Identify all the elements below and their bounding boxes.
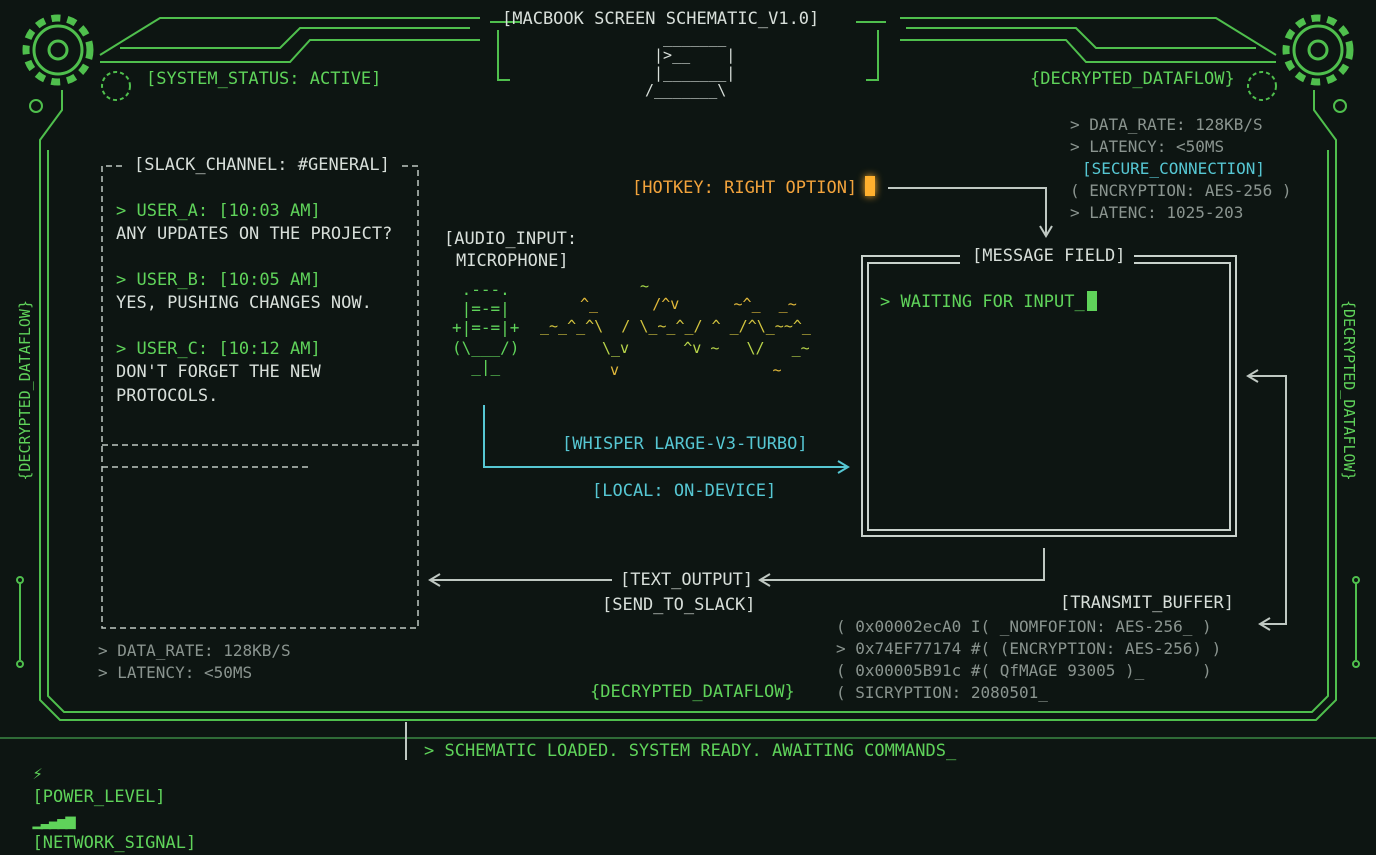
side-dataflow-left: {DECRYPTED_DATAFLOW} (16, 300, 34, 481)
power-level: [POWER_LEVEL] (32, 786, 166, 807)
audio-input-label: [AUDIO_INPUT: (444, 229, 578, 249)
transmit-buffer-title: [TRANSMIT_BUFFER] (1060, 593, 1234, 613)
stat-latency-bottom: > LATENCY: <50MS (98, 663, 253, 682)
audio-input-label-2: MICROPHONE] (456, 251, 569, 271)
text-cursor (1086, 291, 1097, 311)
transmit-line: ( SICRYPTION: 2080501_ (836, 683, 1048, 702)
schematic-title: [MACBOOK SCREEN SCHEMATIC_V1.0] (502, 9, 820, 29)
transmit-line: ( 0x00005B91c #( QfMAGE 93005 )_ ) (836, 661, 1212, 680)
waveform-line4: v ~ (610, 361, 782, 379)
frame-decoration (0, 14, 1376, 760)
message-field-title: [MESSAGE FIELD] (966, 245, 1132, 268)
slack-message-list: > USER_A: [10:03 AM] ANY UPDATES ON THE … (116, 200, 412, 408)
transmit-line: > 0x74EF77174 #( (ENCRYPTION: AES-256) ) (836, 639, 1222, 658)
microphone-icon[interactable]: .---. |=-=| +|=-=|+ (\___/) _|_ (452, 280, 520, 376)
message-user: > USER_C: (116, 338, 209, 359)
message-user: > USER_B: (116, 269, 209, 290)
dataflow-label-bottom: {DECRYPTED_DATAFLOW} (590, 682, 795, 702)
list-item[interactable]: > USER_A: [10:03 AM] ANY UPDATES ON THE … (116, 200, 412, 247)
gear-icon (22, 14, 94, 86)
message-text: YES, PUSHING CHANGES NOW. (116, 293, 372, 314)
message-time: [10:03 AM] (218, 201, 321, 221)
transmit-line: ( 0x00002ecA0 I( _NOMFOFION: AES-256_ ) (836, 617, 1212, 636)
stat-data-rate-bottom: > DATA_RATE: 128KB/S (98, 641, 291, 660)
hotkey-text: [HOTKEY: RIGHT OPTION] (632, 178, 858, 198)
status-bar: ⚡ [POWER_LEVEL] ▁▂▃▄▅ [NETWORK_SIGNAL] (12, 740, 196, 855)
stat-latency: > LATENCY: <50MS (1070, 137, 1225, 156)
slack-channel-title: [SLACK_CHANNEL: #GENERAL] (130, 154, 394, 177)
message-field-input[interactable]: > WAITING FOR INPUT_ (880, 291, 1097, 314)
laptop-icon: _______ |>__ | |_______| /_______\ (645, 29, 736, 99)
message-text: ANY UPDATES ON THE PROJECT? (116, 224, 393, 245)
network-signal: [NETWORK_SIGNAL] (32, 832, 197, 853)
dataflow-label-top: {DECRYPTED_DATAFLOW} (1030, 69, 1235, 89)
list-item[interactable]: > USER_B: [10:05 AM] YES, PUSHING CHANGE… (116, 269, 412, 316)
message-field-prompt: > WAITING FOR INPUT_ (880, 292, 1085, 312)
whisper-model-label: [WHISPER LARGE-V3-TURBO] (562, 434, 808, 454)
system-status: [SYSTEM_STATUS: ACTIVE] (146, 69, 382, 89)
slack-compose-area[interactable] (104, 470, 416, 626)
message-time: [10:12 AM] (218, 338, 321, 359)
stat-data-rate: > DATA_RATE: 128KB/S (1070, 115, 1263, 134)
message-text: DON'T FORGET THE NEW PROTOCOLS. (116, 362, 321, 406)
message-user: > USER_A: (116, 201, 209, 221)
waveform-line3: \_v ^v ~ \/ _~ (602, 339, 810, 357)
lightning-icon: ⚡ (32, 763, 43, 784)
send-to-slack-label: [SEND_TO_SLACK] (602, 595, 756, 615)
waveform-top: ~ (640, 277, 650, 295)
side-dataflow-right: {DECRYPTED_DATAFLOW} (1340, 300, 1358, 481)
message-time: [10:05 AM] (218, 269, 321, 290)
hotkey-label[interactable]: [HOTKEY: RIGHT OPTION] (632, 176, 876, 200)
signal-bars-icon: ▁▂▃▄▅ (32, 809, 75, 830)
whisper-mode-label: [LOCAL: ON-DEVICE] (592, 481, 777, 501)
waveform-line1: ^_ /^v ~^_ _~ (580, 295, 797, 313)
text-output-label: [TEXT_OUTPUT] (620, 570, 754, 590)
list-item[interactable]: > USER_C: [10:12 AM] DON'T FORGET THE NE… (116, 338, 412, 408)
stat-latenc: > LATENC: 1025-203 (1070, 203, 1244, 222)
waveform-line2: _~_^_^\ / \_~_^_/ ^ _/^\_~~^_ (540, 317, 811, 335)
secure-connection: [SECURE_CONNECTION] (1082, 159, 1266, 178)
hotkey-indicator (865, 176, 876, 196)
status-message: > SCHEMATIC LOADED. SYSTEM READY. AWAITI… (424, 741, 957, 761)
stat-encryption: ( ENCRYPTION: AES-256 ) (1070, 181, 1292, 200)
